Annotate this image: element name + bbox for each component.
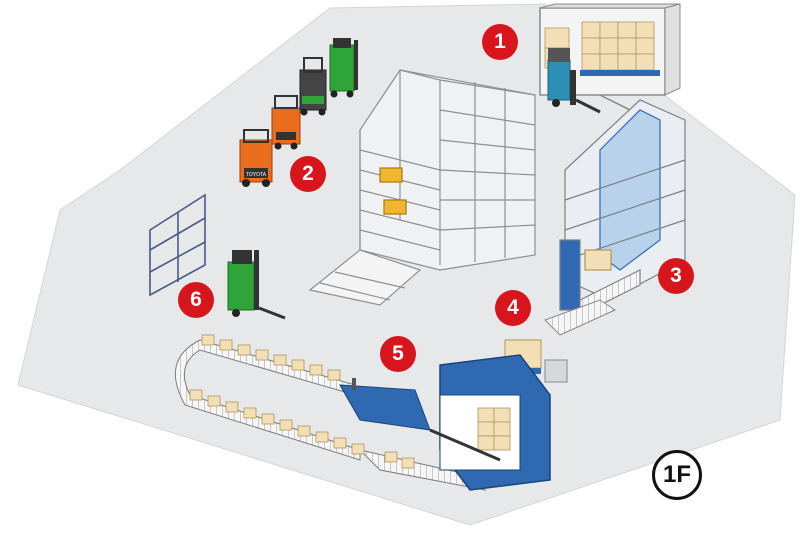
- green-forklift-2: [329, 38, 358, 98]
- zone-1-reach-truck: [547, 48, 601, 114]
- automated-rack-system: [308, 69, 536, 306]
- zone-6-rack-reach-truck: [149, 193, 286, 320]
- floor-level-label: 1F: [652, 450, 702, 500]
- svg-text:TOYOTA: TOYOTA: [246, 172, 267, 178]
- zone-badge-5[interactable]: 5: [380, 336, 416, 372]
- zone-badge-6[interactable]: 6: [178, 282, 214, 318]
- zone-badge-2[interactable]: 2: [290, 156, 326, 192]
- orange-forklift-2: [271, 95, 301, 150]
- zone-badge-1[interactable]: 1: [482, 24, 518, 60]
- zone-5-conveyor-loop: [174, 334, 551, 491]
- green-forklift: [299, 57, 327, 116]
- zone-2-forklift-fleet: TOYOTA: [239, 38, 358, 187]
- zone-badge-4[interactable]: 4: [495, 290, 531, 326]
- zone-4-picking-station: [504, 299, 617, 383]
- container-cartons: [581, 21, 655, 71]
- zone-1-container-unloading: [539, 3, 681, 116]
- zone-badge-3[interactable]: 3: [658, 258, 694, 294]
- orange-forklift: TOYOTA: [239, 129, 273, 187]
